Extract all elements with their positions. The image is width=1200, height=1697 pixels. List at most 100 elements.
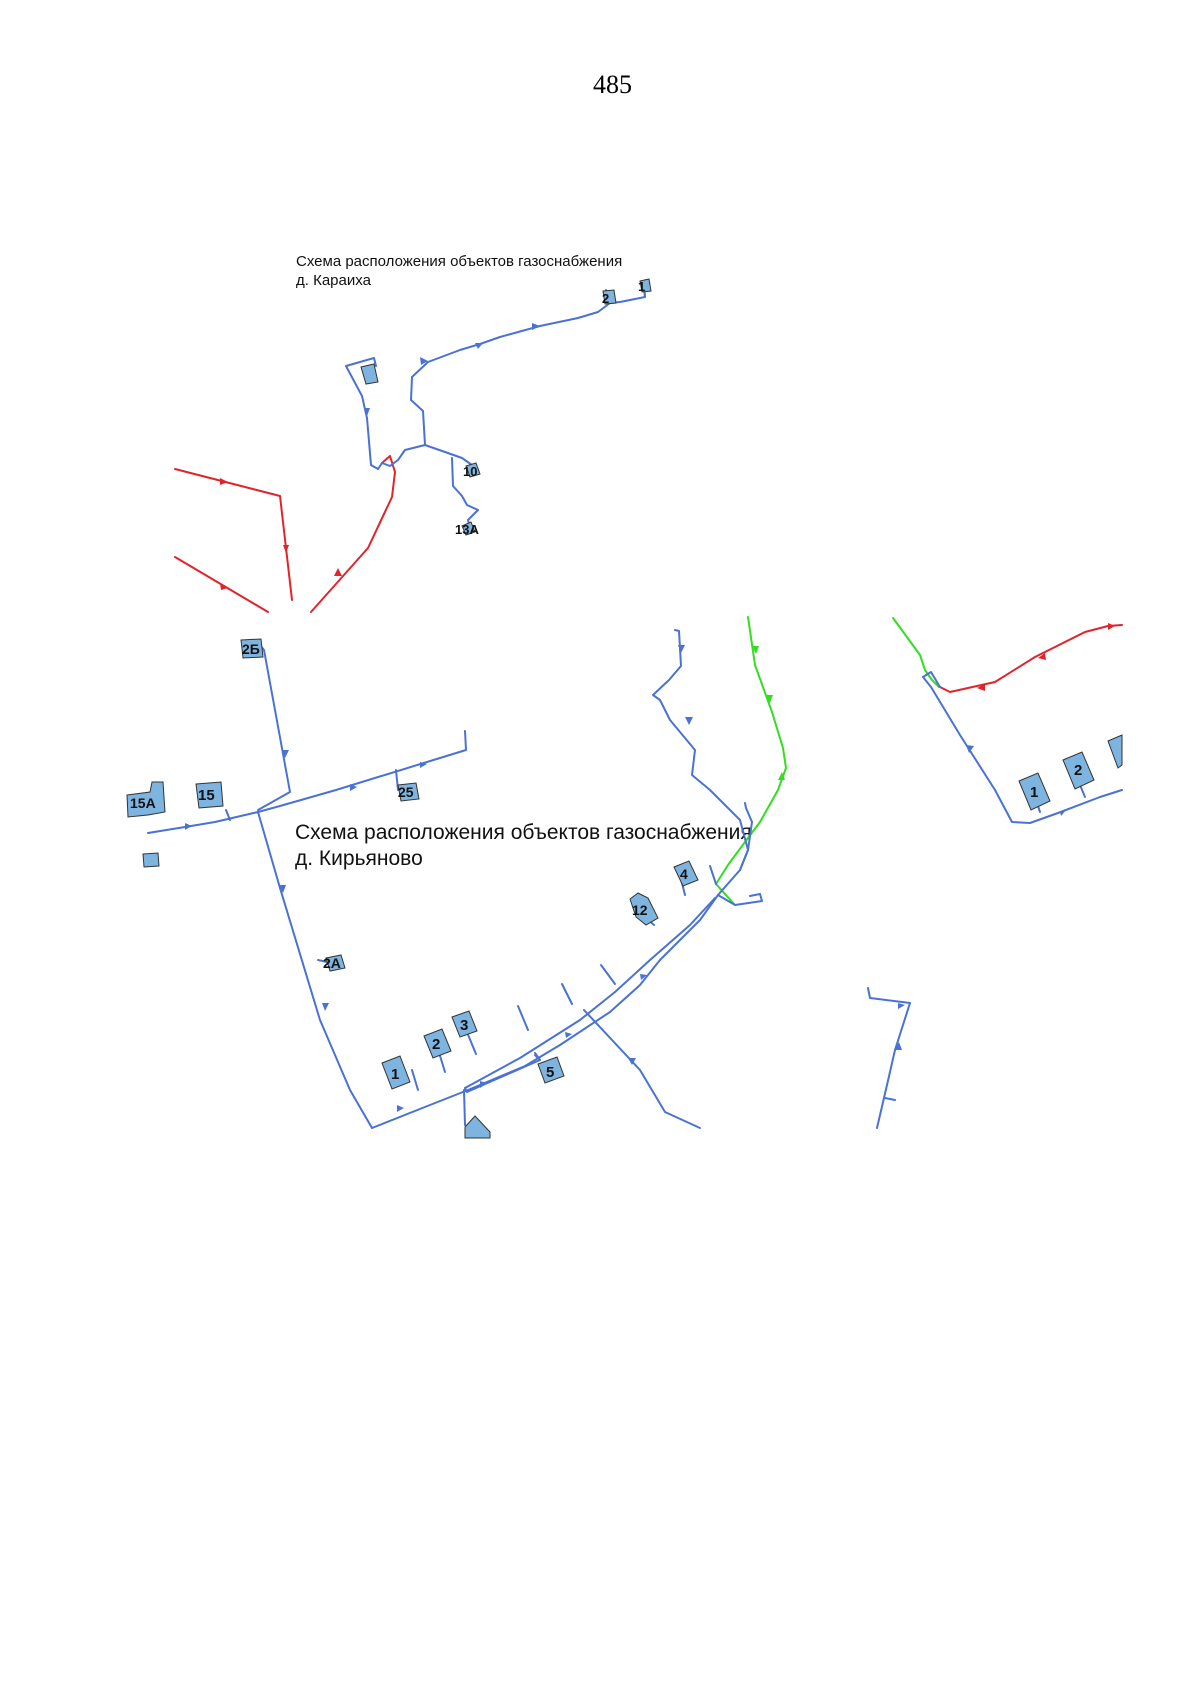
karaiha-red-arrow xyxy=(334,568,342,576)
kiryanovo-building: 2А xyxy=(323,954,346,972)
karaiha-building: 10 xyxy=(463,462,481,479)
kiryanovo-green-pipe-b xyxy=(715,616,787,906)
kiryanovo-red-arrow xyxy=(977,684,985,691)
kiryanovo-flow-arrow xyxy=(685,717,693,725)
karaiha-branch-13a xyxy=(451,457,479,529)
karaiha-flow-arrow xyxy=(420,357,428,365)
kiryanovo-building: 1 xyxy=(381,1055,411,1090)
karaiha-building: 1 xyxy=(638,278,652,294)
kiryanovo-red-arrow xyxy=(1108,623,1115,630)
svg-text:3: 3 xyxy=(460,1017,468,1034)
kiryanovo-map: 2Б 15А 15 25 2А xyxy=(126,616,1123,1139)
kiryanovo-flow-arrow xyxy=(480,1081,487,1088)
karaiha-map: 2 1 10 13А xyxy=(174,278,652,613)
kiryanovo-building: 2 xyxy=(423,1028,452,1059)
karaiha-flow-arrow xyxy=(475,343,483,349)
svg-text:15: 15 xyxy=(198,787,215,804)
karaiha-red-arrow xyxy=(220,478,228,485)
kiryanovo-flow-arrow xyxy=(678,645,685,653)
karaiha-loop-pipe xyxy=(345,357,379,470)
karaiha-red-pipe-a xyxy=(174,468,293,601)
kiryanovo-map-title: Схема расположения объектов газоснабжени… xyxy=(295,820,752,873)
kiryanovo-street-parallel xyxy=(464,897,716,1089)
karaiha-red-arrow xyxy=(283,545,289,553)
svg-text:1: 1 xyxy=(638,279,645,294)
kiryanovo-east-pipe xyxy=(867,987,911,1129)
kiryanovo-stub-c xyxy=(600,964,616,985)
svg-text:2Б: 2Б xyxy=(242,641,260,657)
kiryanovo-building: 15 xyxy=(195,781,224,809)
kiryanovo-flow-arrow xyxy=(966,745,974,753)
kiryanovo-lower-left-pipe xyxy=(463,1089,466,1126)
kiryanovo-stub-25 xyxy=(395,769,399,791)
svg-text:5: 5 xyxy=(546,1064,554,1081)
karaiha-title-line1: Схема расположения объектов газоснабжени… xyxy=(296,253,623,270)
karaiha-building xyxy=(360,363,379,385)
svg-text:1: 1 xyxy=(391,1066,399,1083)
kiryanovo-flow-arrow xyxy=(420,762,427,768)
kiryanovo-flow-arrow xyxy=(322,1003,329,1011)
kiryanovo-building: 1 xyxy=(1018,772,1051,811)
kiryanovo-title-line1: Схема расположения объектов газоснабжени… xyxy=(295,821,752,844)
kiryanovo-green-pipe-a xyxy=(892,617,940,688)
karaiha-red-arrow xyxy=(220,583,228,590)
svg-text:1: 1 xyxy=(1030,784,1038,801)
kiryanovo-south-branch xyxy=(583,1009,701,1129)
svg-text:13А: 13А xyxy=(455,522,479,537)
kiryanovo-ne-stub-2 xyxy=(1079,784,1086,798)
svg-text:12: 12 xyxy=(632,902,648,918)
kiryanovo-stub-5 xyxy=(534,1054,541,1061)
kiryanovo-building: 3 xyxy=(451,1010,478,1038)
karaiha-building: 13А xyxy=(455,521,479,537)
kiryanovo-flow-arrow xyxy=(279,885,286,893)
kiryanovo-building: 2Б xyxy=(240,638,264,659)
kiryanovo-flow-arrow xyxy=(350,784,357,791)
karaiha-title-line2: д. Караиха xyxy=(296,271,371,289)
kiryanovo-north-pipe xyxy=(257,644,291,811)
svg-text:15А: 15А xyxy=(130,795,156,811)
kiryanovo-stub-15 xyxy=(225,809,231,821)
karaiha-flow-arrow xyxy=(532,323,540,330)
kiryanovo-building xyxy=(142,852,160,868)
kiryanovo-flow-arrow xyxy=(397,1105,404,1112)
kiryanovo-flow-arrow xyxy=(895,1042,902,1050)
kiryanovo-south-pipe xyxy=(257,811,373,1129)
karaiha-main-pipe xyxy=(377,285,646,470)
svg-text:2: 2 xyxy=(432,1036,440,1053)
kiryanovo-street-pipe xyxy=(371,802,753,1129)
kiryanovo-building xyxy=(1107,734,1123,769)
kiryanovo-red-arrow xyxy=(1038,653,1046,660)
svg-text:2: 2 xyxy=(602,291,609,306)
kiryanovo-ne-houses-pipe xyxy=(922,671,1123,824)
kiryanovo-flow-arrow xyxy=(282,750,289,758)
kiryanovo-flow-arrow xyxy=(1060,809,1067,816)
kiryanovo-north-east-pipe xyxy=(652,629,749,871)
kiryanovo-flow-arrow xyxy=(640,974,647,980)
kiryanovo-green-arrow xyxy=(765,695,773,703)
kiryanovo-stub-1 xyxy=(411,1069,419,1091)
kiryanovo-flow-arrow xyxy=(185,823,192,830)
kiryanovo-building: 15А xyxy=(126,781,166,818)
svg-text:4: 4 xyxy=(680,866,688,882)
page-number: 485 xyxy=(593,70,632,99)
kiryanovo-flow-arrow xyxy=(898,1003,905,1009)
kiryanovo-building: 2 xyxy=(1062,751,1095,790)
kiryanovo-building: 12 xyxy=(629,892,659,926)
kiryanovo-west-pipe xyxy=(147,730,467,834)
kiryanovo-building: 5 xyxy=(537,1056,565,1084)
svg-text:2: 2 xyxy=(1074,762,1082,779)
svg-text:10: 10 xyxy=(463,464,477,479)
kiryanovo-flow-arrow xyxy=(628,1058,636,1065)
kiryanovo-green-arrow xyxy=(778,772,785,780)
kiryanovo-green-arrow xyxy=(752,646,759,654)
karaiha-map-title: Схема расположения объектов газоснабжени… xyxy=(296,253,622,291)
kiryanovo-red-pipe xyxy=(939,624,1123,693)
karaiha-flow-arrow xyxy=(364,408,370,416)
kiryanovo-stub-b xyxy=(561,983,573,1005)
kiryanovo-building: 25 xyxy=(397,782,420,802)
kiryanovo-ne-end xyxy=(717,893,763,906)
kiryanovo-stub-d xyxy=(709,865,717,885)
karaiha-building: 2 xyxy=(602,289,617,306)
